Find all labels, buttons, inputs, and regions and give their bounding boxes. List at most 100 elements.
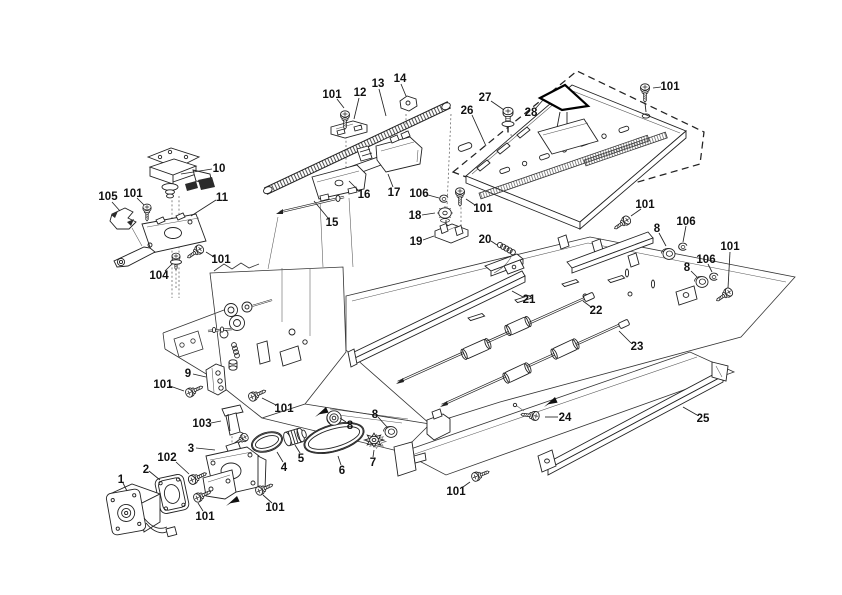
leader-line bbox=[421, 212, 436, 216]
screw-24 bbox=[520, 409, 541, 422]
leader-line bbox=[462, 481, 471, 488]
pulley-5 bbox=[283, 427, 307, 447]
bushing-8-b bbox=[693, 276, 709, 288]
part-label: 8 bbox=[654, 223, 661, 235]
leader-line bbox=[400, 83, 407, 97]
part-label: 102 bbox=[157, 452, 176, 464]
screw-101-right-a bbox=[611, 214, 633, 233]
leader-line bbox=[652, 86, 662, 89]
belt-4 bbox=[251, 431, 283, 453]
gear-18 bbox=[437, 206, 453, 223]
part-label: 9 bbox=[185, 368, 191, 380]
leader-line bbox=[658, 232, 667, 247]
leader-line bbox=[294, 444, 301, 454]
part-label: 101 bbox=[660, 81, 680, 93]
motor-10-group bbox=[109, 147, 215, 270]
leader-line bbox=[197, 502, 204, 512]
ering-106-a bbox=[678, 242, 688, 251]
leader-line bbox=[630, 208, 642, 217]
leader-line bbox=[682, 225, 687, 243]
leader-line bbox=[175, 461, 190, 475]
part-label: 22 bbox=[590, 305, 603, 317]
leader-line bbox=[262, 494, 273, 504]
part-label: 101 bbox=[153, 379, 173, 391]
leader-line bbox=[195, 447, 216, 451]
part-label: 105 bbox=[98, 191, 118, 203]
part-label: 23 bbox=[631, 341, 644, 353]
bracket-19 bbox=[434, 220, 469, 244]
part-label: 106 bbox=[696, 254, 715, 266]
arrow-icon bbox=[226, 496, 240, 506]
leader-line bbox=[348, 180, 359, 191]
part-label: 101 bbox=[195, 511, 215, 523]
rails-group bbox=[347, 259, 729, 483]
part-label: 11 bbox=[216, 192, 229, 204]
leader-line bbox=[313, 200, 329, 219]
leader-line bbox=[148, 470, 161, 481]
leader-line bbox=[136, 197, 145, 206]
screw-101-105 bbox=[142, 203, 152, 222]
leader-line bbox=[727, 251, 731, 289]
part-label: 13 bbox=[372, 78, 385, 90]
bracket-11 bbox=[113, 212, 207, 268]
clip-103 bbox=[221, 404, 246, 436]
part-label: 14 bbox=[394, 73, 407, 85]
clip-105 bbox=[109, 207, 143, 247]
shaft-15 bbox=[276, 195, 345, 214]
bracket-9 bbox=[205, 363, 227, 396]
part-label: 1 bbox=[118, 474, 125, 486]
timing-belt-13 bbox=[263, 101, 451, 195]
ering-106 bbox=[439, 194, 449, 203]
part-label: 16 bbox=[358, 189, 371, 201]
leader-line bbox=[618, 330, 632, 344]
motor-1 bbox=[105, 483, 178, 538]
leader-line bbox=[422, 235, 435, 241]
screw-101-frame bbox=[246, 386, 268, 403]
leader-line bbox=[339, 417, 347, 423]
part-label: 21 bbox=[523, 294, 536, 306]
leader-line bbox=[387, 173, 394, 188]
part-label: 3 bbox=[188, 443, 194, 455]
bracket-3 bbox=[202, 441, 267, 500]
part-label: 2 bbox=[143, 464, 149, 476]
pivot-parts-group bbox=[434, 187, 516, 274]
gear-train bbox=[207, 299, 308, 371]
platen-panel-assembly bbox=[451, 70, 705, 230]
part-label: 8 bbox=[372, 409, 379, 421]
part-label: 17 bbox=[388, 187, 401, 199]
ering-106-b bbox=[709, 272, 719, 281]
part-label: 27 bbox=[479, 92, 492, 104]
roller-shaft-22 bbox=[396, 292, 595, 384]
rail-21 bbox=[347, 259, 526, 368]
screw-101-19 bbox=[455, 187, 465, 207]
clip-14 bbox=[399, 95, 418, 112]
screw-101-11 bbox=[184, 243, 206, 262]
part-label: 8 bbox=[347, 420, 354, 432]
part-label: 101 bbox=[322, 89, 342, 101]
leader-line bbox=[336, 98, 345, 109]
part-label: 4 bbox=[281, 462, 288, 474]
leader-line bbox=[707, 263, 713, 273]
screw-101-top bbox=[640, 83, 650, 103]
part-label: 6 bbox=[339, 465, 345, 477]
part-label: 101 bbox=[446, 486, 466, 498]
leader-line bbox=[261, 397, 277, 406]
part-label: 101 bbox=[635, 199, 655, 211]
leader-line bbox=[353, 97, 360, 120]
direction-arrows bbox=[226, 397, 558, 506]
leader-line bbox=[690, 270, 698, 278]
leader-line bbox=[205, 251, 215, 258]
drive-train-group bbox=[105, 363, 398, 538]
screw-101-right-b bbox=[713, 286, 735, 305]
leader-line bbox=[180, 168, 213, 175]
part-label: 7 bbox=[370, 457, 376, 469]
leader-line bbox=[377, 416, 388, 428]
screw-27 bbox=[501, 106, 515, 133]
chassis-frame bbox=[162, 231, 796, 477]
leader-line bbox=[210, 420, 222, 424]
part-label: 104 bbox=[149, 270, 169, 282]
pulley-8 bbox=[326, 410, 342, 426]
part-label: 24 bbox=[559, 412, 572, 424]
